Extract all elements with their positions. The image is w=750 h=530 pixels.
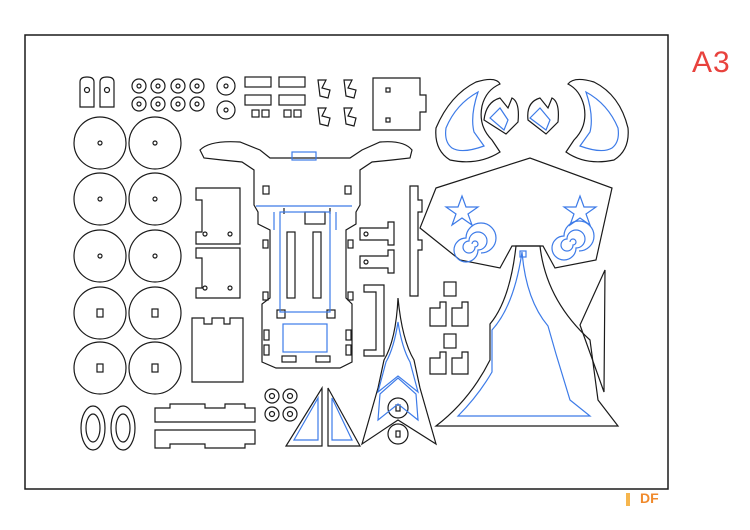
engrave-spire: [376, 321, 420, 422]
connector-pins: [359, 221, 395, 274]
washer-grid: [131, 76, 236, 120]
watermark-bar: [626, 493, 630, 506]
engrave-wings: [445, 90, 619, 152]
main-chassis: [199, 141, 413, 369]
sheet-size-label: A3: [692, 46, 731, 79]
oval-rings: [80, 405, 136, 451]
triangle-fin: [579, 269, 606, 393]
engrave-triangles: [292, 395, 353, 441]
vertical-spacer: [409, 185, 423, 297]
hook-clips: [317, 79, 357, 127]
servo-box: [372, 77, 427, 131]
cape-panel: [419, 157, 613, 269]
spire-piece: [360, 297, 438, 446]
small-washers-bottom: [264, 388, 298, 422]
engrave-chassis: [256, 151, 352, 353]
sheet-border: [24, 34, 669, 490]
watermark-logo: DF: [640, 490, 659, 506]
side-panels: [191, 187, 244, 383]
tabbed-bars: [154, 403, 256, 449]
wheel-discs: [73, 116, 182, 395]
spiral-icon: [453, 220, 595, 263]
engrave-stand: [456, 250, 592, 417]
small-rectangles: [244, 76, 306, 118]
wing-shoulder-pieces: [435, 78, 629, 163]
small-brackets: [79, 76, 115, 108]
t-clips: [429, 281, 469, 375]
base-stand: [434, 245, 620, 427]
l-bracket: [363, 284, 385, 357]
star-icon: [444, 194, 598, 227]
triangle-pair: [284, 385, 362, 447]
